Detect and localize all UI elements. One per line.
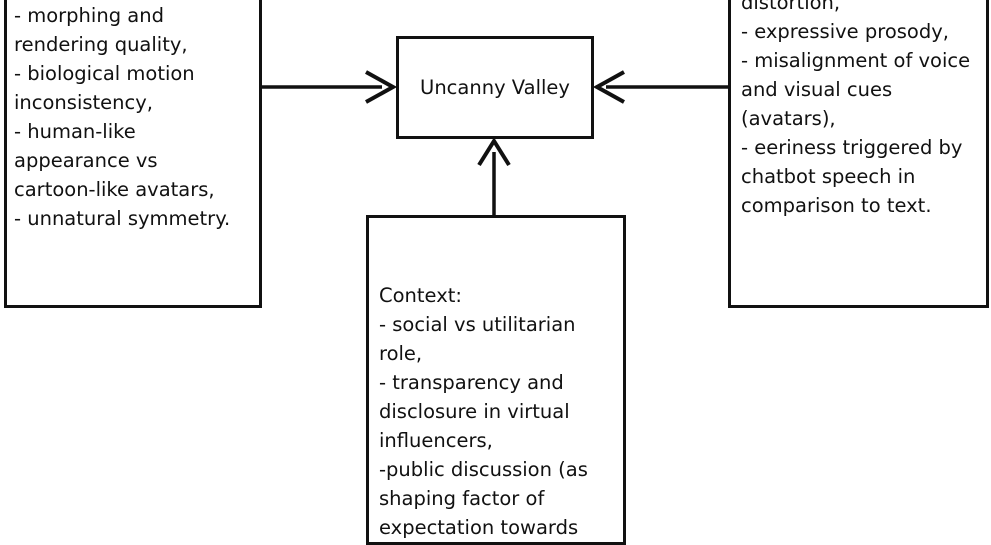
- left-factor-box: [4, 0, 262, 308]
- context-box: [366, 215, 626, 545]
- right-factor-line: chatbot speech in: [741, 165, 916, 188]
- context-line: expectation towards: [379, 516, 579, 539]
- left-to-center-arrowhead: [365, 70, 398, 104]
- right-factor-line: and visual cues: [741, 78, 893, 101]
- right-factor-line: distortion,: [741, 0, 841, 14]
- context-text: Context: - social vs utilitarian role, -…: [379, 281, 588, 542]
- right-factor-box: [728, 0, 989, 308]
- left-factor-line: - biological motion: [14, 62, 195, 85]
- right-factor-text: distortion, - expressive prosody, - misa…: [741, 0, 970, 220]
- bottom-to-center-arrowhead: [477, 137, 511, 167]
- context-line: Context:: [379, 284, 462, 307]
- right-factor-line: - misalignment of voice: [741, 49, 971, 72]
- left-factor-line: - unnatural symmetry.: [14, 207, 231, 230]
- left-factor-line: inconsistency,: [14, 91, 153, 114]
- left-factor-line: rendering quality,: [14, 33, 188, 56]
- right-factor-line: (avatars),: [741, 107, 836, 130]
- left-factor-line: cartoon-like avatars,: [14, 178, 215, 201]
- right-factor-line: comparison to text.: [741, 194, 932, 217]
- context-line: influencers,: [379, 429, 493, 452]
- context-line: role,: [379, 342, 423, 365]
- left-factor-line: appearance vs: [14, 149, 158, 172]
- center-node-box: [396, 36, 594, 139]
- right-to-center-arrowhead: [592, 70, 625, 104]
- left-factor-line: - human-like: [14, 120, 136, 143]
- center-node-label: Uncanny Valley: [420, 76, 570, 99]
- left-factor-text: - morphing and rendering quality, - biol…: [14, 1, 230, 233]
- context-line: - transparency and: [379, 371, 564, 394]
- right-factor-line: - eeriness triggered by: [741, 136, 963, 159]
- context-line: -public discussion (as: [379, 458, 588, 481]
- context-line: shaping factor of: [379, 487, 545, 510]
- left-factor-line: - morphing and: [14, 4, 164, 27]
- right-factor-line: - expressive prosody,: [741, 20, 949, 43]
- context-line: disclosure in virtual: [379, 400, 570, 423]
- context-line: - social vs utilitarian: [379, 313, 576, 336]
